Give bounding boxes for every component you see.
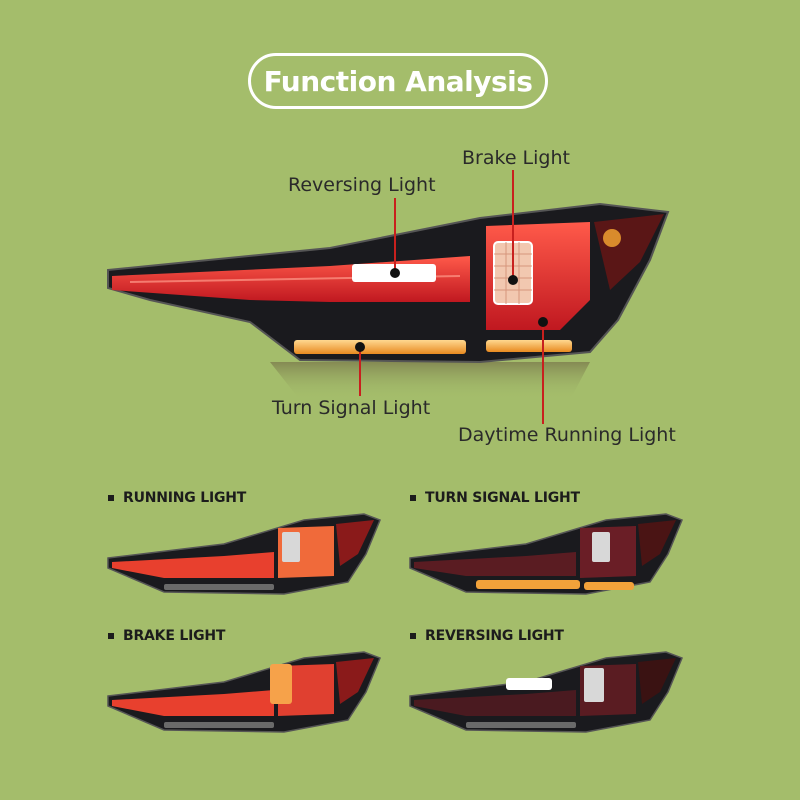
mode-label-reversing: REVERSING LIGHT <box>410 628 564 644</box>
page-title: Function Analysis <box>263 64 533 98</box>
bullet-icon <box>108 495 114 501</box>
callout-reversing-light: Reversing Light <box>288 174 436 196</box>
turn-signal-strip <box>294 340 466 354</box>
callout-daytime-running-light: Daytime Running Light <box>458 424 676 446</box>
callout-turn-signal-light: Turn Signal Light <box>272 397 431 419</box>
mode-label-brake: BRAKE LIGHT <box>108 628 225 644</box>
bullet-icon <box>410 633 416 639</box>
thumb-turn-signal-light <box>409 513 683 595</box>
thumb-running-light <box>107 513 381 595</box>
mode-label-running: RUNNING LIGHT <box>108 490 246 506</box>
thumb-brake-light <box>107 651 381 733</box>
title-pill: Function Analysis <box>248 53 548 109</box>
mode-label-turn-signal: TURN SIGNAL LIGHT <box>410 490 580 506</box>
callout-brake-light: Brake Light <box>462 147 570 169</box>
hero-taillight <box>107 170 670 424</box>
bullet-icon <box>410 495 416 501</box>
bullet-icon <box>108 633 114 639</box>
thumb-reversing-light <box>409 651 683 733</box>
